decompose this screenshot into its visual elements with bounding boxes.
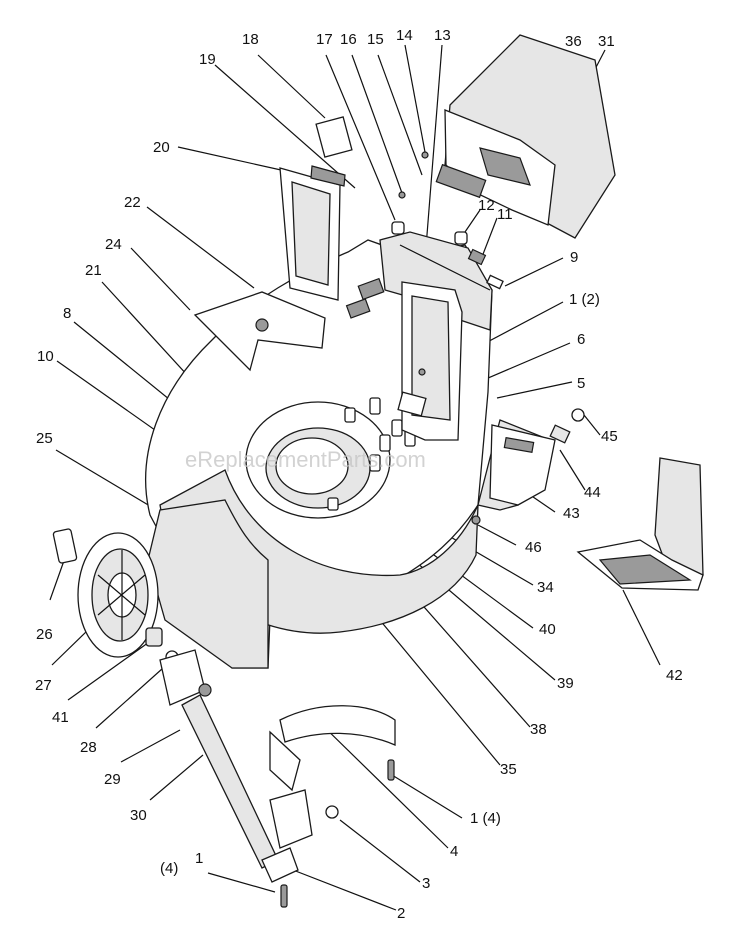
callout-30: 30 bbox=[130, 807, 147, 824]
callout-43: 43 bbox=[563, 505, 580, 522]
rear-hood bbox=[435, 34, 616, 239]
bracket-6 bbox=[397, 391, 427, 417]
callout-18: 18 bbox=[242, 31, 259, 48]
callout-34: 34 bbox=[537, 579, 554, 596]
callout-labels: 18 19 20 22 24 21 8 10 25 26 27 41 28 29… bbox=[35, 27, 683, 922]
wheel-bolt bbox=[52, 528, 78, 564]
screw-16 bbox=[398, 191, 406, 199]
callout-1-4: 1 (4) bbox=[470, 810, 501, 827]
callout-42: 42 bbox=[666, 667, 683, 684]
bracket-3 bbox=[269, 730, 301, 792]
callout-39: 39 bbox=[557, 675, 574, 692]
nut-46 bbox=[471, 515, 481, 525]
callout-40: 40 bbox=[539, 621, 556, 638]
callout-16: 16 bbox=[340, 31, 357, 48]
deck-rear-plate bbox=[379, 231, 493, 331]
callout-1: 1 bbox=[195, 850, 203, 867]
callout-5: 5 bbox=[577, 375, 585, 392]
side-chute-42 bbox=[576, 457, 704, 591]
hinge-rod bbox=[399, 244, 491, 291]
screw-14 bbox=[421, 151, 429, 159]
watermark: eReplacementParts.com bbox=[185, 447, 426, 472]
callout-13: 13 bbox=[434, 27, 451, 44]
wheel-bushing bbox=[145, 627, 163, 647]
side-discharge-assembly bbox=[471, 408, 585, 525]
callout-21: 21 bbox=[85, 262, 102, 279]
rear-door-assembly bbox=[391, 151, 504, 441]
callout-9: 9 bbox=[570, 249, 578, 266]
callout-2: 2 bbox=[397, 905, 405, 922]
washer-45 bbox=[571, 408, 585, 422]
callout-36: 36 bbox=[565, 33, 582, 50]
deck-front-flap bbox=[147, 499, 269, 669]
spacer-17 bbox=[391, 221, 405, 235]
wheel-spokes bbox=[97, 550, 146, 640]
bumper-clip bbox=[315, 116, 353, 158]
callout-35: 35 bbox=[500, 761, 517, 778]
axle-nut bbox=[198, 683, 212, 697]
callout-22: 22 bbox=[124, 194, 141, 211]
deck-bosses bbox=[327, 397, 416, 511]
callout-29: 29 bbox=[104, 771, 121, 788]
hood-window bbox=[479, 147, 531, 186]
callout-12: 12 bbox=[478, 197, 495, 214]
spacer-12 bbox=[454, 231, 468, 245]
callout-4-qty: (4) bbox=[160, 860, 178, 877]
callout-38: 38 bbox=[530, 721, 547, 738]
screw-1a bbox=[418, 368, 426, 376]
rod-end bbox=[486, 274, 504, 290]
deck-slot-a bbox=[357, 277, 385, 301]
screw-1b bbox=[387, 759, 395, 781]
chute-bolt bbox=[255, 318, 269, 332]
axle-arm bbox=[181, 694, 279, 869]
callout-44: 44 bbox=[584, 484, 601, 501]
lower-parts bbox=[261, 705, 396, 908]
callout-14: 14 bbox=[396, 27, 413, 44]
callout-17: 17 bbox=[316, 31, 333, 48]
callout-25: 25 bbox=[36, 430, 53, 447]
callout-26: 26 bbox=[36, 626, 53, 643]
baffle-4 bbox=[279, 705, 396, 746]
callout-27: 27 bbox=[35, 677, 52, 694]
callout-31: 31 bbox=[598, 33, 615, 50]
front-wheel-assembly bbox=[52, 528, 179, 664]
spring-44 bbox=[549, 424, 571, 444]
callout-10: 10 bbox=[37, 348, 54, 365]
callout-1-2: 1 (2) bbox=[569, 291, 600, 308]
screw-1c bbox=[280, 884, 288, 908]
plate-2 bbox=[261, 847, 299, 883]
axle-pivot bbox=[269, 789, 313, 849]
nut-3 bbox=[325, 805, 339, 819]
chute-spring bbox=[310, 165, 346, 187]
discharge-assembly bbox=[193, 116, 353, 372]
spring-clip bbox=[467, 248, 487, 266]
callout-45: 45 bbox=[601, 428, 618, 445]
callout-3: 3 bbox=[422, 875, 430, 892]
callout-4: 4 bbox=[450, 843, 458, 860]
blade-housing-hole bbox=[275, 437, 349, 495]
hood-label bbox=[435, 163, 487, 199]
callout-41: 41 bbox=[52, 709, 69, 726]
callout-8: 8 bbox=[63, 305, 71, 322]
callout-46: 46 bbox=[525, 539, 542, 556]
callout-20: 20 bbox=[153, 139, 170, 156]
side-chute-shade bbox=[598, 554, 692, 585]
callout-15: 15 bbox=[367, 31, 384, 48]
callout-24: 24 bbox=[105, 236, 122, 253]
side-plate-slot bbox=[503, 436, 535, 454]
side-plate bbox=[489, 424, 556, 506]
callout-11: 11 bbox=[497, 206, 513, 223]
callout-28: 28 bbox=[80, 739, 97, 756]
callout-19: 19 bbox=[199, 51, 216, 68]
leader-lines bbox=[49, 44, 661, 911]
chute-door-inner bbox=[291, 181, 331, 286]
callout-6: 6 bbox=[577, 331, 585, 348]
deck-slot-b bbox=[345, 298, 371, 319]
rear-door-inner bbox=[411, 295, 451, 421]
